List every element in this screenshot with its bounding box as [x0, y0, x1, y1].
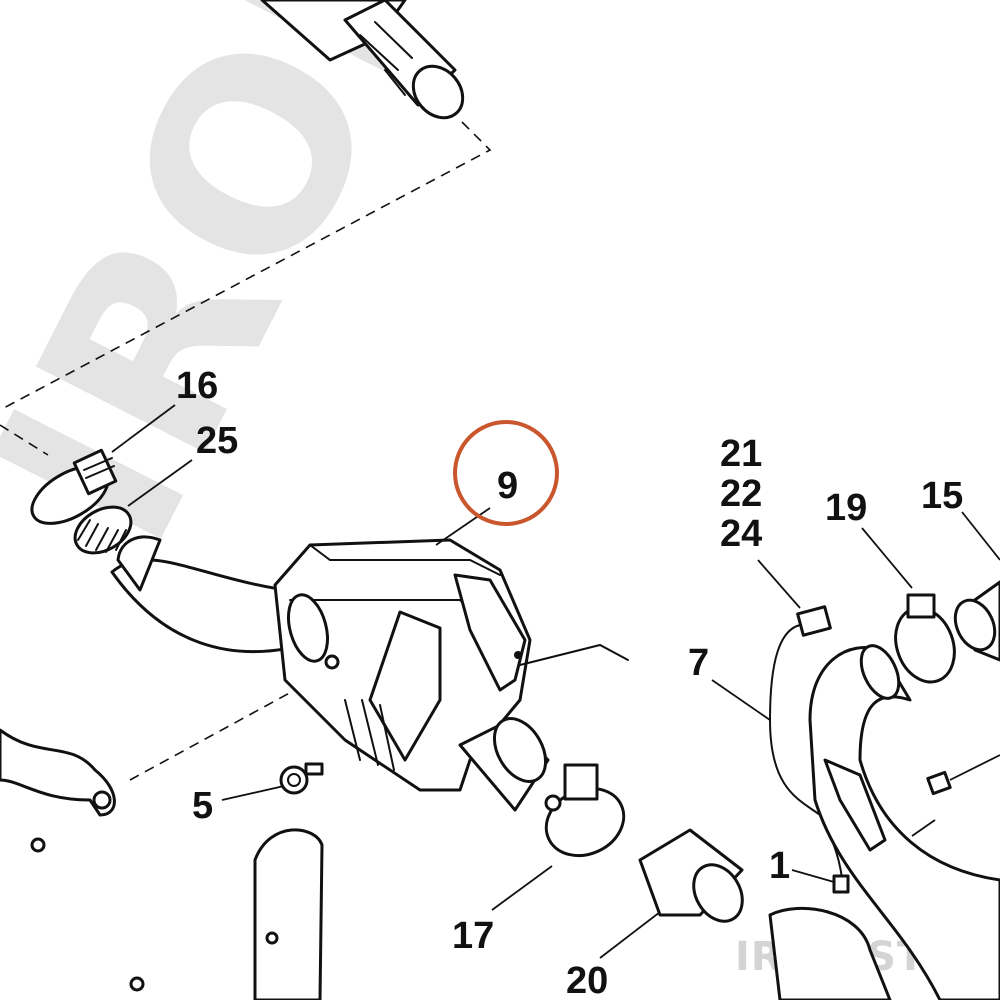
- upper-muffler-ribs: [359, 21, 413, 96]
- leader-right-edge: [949, 754, 1000, 781]
- muffler-top-seam: [309, 544, 501, 576]
- left-hanger-hole: [92, 790, 112, 810]
- leader-25: [127, 459, 193, 507]
- lower-left-pipe: [253, 828, 324, 1000]
- sleeve-part: [638, 828, 744, 923]
- muffler-ribs: [344, 699, 395, 771]
- muffler-heat-shield: [368, 610, 442, 762]
- v-band-clamp-part: [894, 593, 956, 684]
- connector-pipe-end: [953, 598, 997, 652]
- muffler-hanger-rod: [519, 643, 629, 666]
- bolt-head-inner: [287, 773, 301, 787]
- small-screw-bottom: [129, 976, 145, 992]
- main-muffler-part: [273, 538, 629, 812]
- bolt-shank: [304, 762, 324, 776]
- leader-17: [491, 865, 553, 911]
- muffler-mount-boss: [324, 654, 340, 670]
- upper-muffler-outlet: [411, 64, 465, 120]
- bolt-head: [279, 765, 309, 795]
- band-clamp-bolt-block: [563, 763, 599, 801]
- leader-right-clip: [911, 819, 936, 837]
- callout-17: 17: [452, 915, 494, 957]
- leader-15: [961, 511, 1000, 561]
- lower-left-pipe-hole: [265, 931, 279, 945]
- right-exhaust-bracket: [823, 758, 887, 852]
- band-clamp-part: [544, 763, 626, 858]
- callout-20: 20: [566, 960, 608, 1000]
- oxygen-sensor-part: [768, 605, 850, 894]
- callout-1: 1: [769, 845, 790, 887]
- callout-19: 19: [825, 487, 867, 529]
- callout-9: 9: [497, 465, 518, 507]
- clamp-band-part: [73, 505, 133, 555]
- leader-16: [111, 404, 176, 453]
- leader-21-22-24: [757, 559, 801, 609]
- callout-22: 22: [720, 473, 762, 515]
- dashed-line-left: [0, 424, 49, 456]
- small-screw-left: [30, 837, 46, 853]
- connector-pipe-part: [953, 580, 1000, 662]
- callout-21: 21: [720, 433, 762, 475]
- leader-lines: [111, 404, 1000, 959]
- v-band-clamp-latch: [906, 593, 936, 619]
- dashed-line-top: [0, 121, 492, 411]
- leader-19: [861, 527, 913, 589]
- highlight-circle: [453, 420, 559, 526]
- leader-1: [791, 869, 835, 883]
- callout-7: 7: [688, 642, 709, 684]
- leader-9: [435, 507, 491, 546]
- right-exhaust-clip: [926, 770, 952, 796]
- hose-clamp-part: [30, 448, 118, 525]
- callout-24: 24: [720, 513, 762, 555]
- sensor-tip: [832, 874, 850, 894]
- sleeve-end: [692, 863, 744, 923]
- clamp-band-teeth: [77, 519, 127, 553]
- callout-16: 16: [176, 365, 218, 407]
- upper-muffler-part: [260, 0, 465, 120]
- callout-5: 5: [192, 785, 213, 827]
- callout-15: 15: [921, 475, 963, 517]
- bolt-part: [279, 762, 324, 795]
- callout-numbers: 16 25 9 21 22 24 19 15 7 5 1 17 20: [176, 365, 963, 1000]
- sensor-connector: [796, 605, 832, 637]
- band-clamp-nut: [544, 794, 562, 812]
- callout-25: 25: [196, 420, 238, 462]
- hose-clamp-screw-lines: [83, 457, 115, 479]
- left-hanger-bracket: [0, 728, 116, 817]
- inlet-pipe-end: [116, 535, 162, 592]
- leader-7: [711, 679, 771, 721]
- small-screw-parts: [30, 837, 145, 992]
- muffler-outlet-end: [492, 717, 548, 783]
- leader-20: [599, 911, 661, 959]
- right-exhaust-flange: [859, 644, 901, 700]
- leader-5: [221, 785, 285, 801]
- muffler-side-bracket: [453, 573, 527, 692]
- lower-right-pipe: [768, 907, 892, 1000]
- muffler-bolt-hole: [514, 651, 522, 659]
- muffler-inlet-collar: [287, 593, 329, 663]
